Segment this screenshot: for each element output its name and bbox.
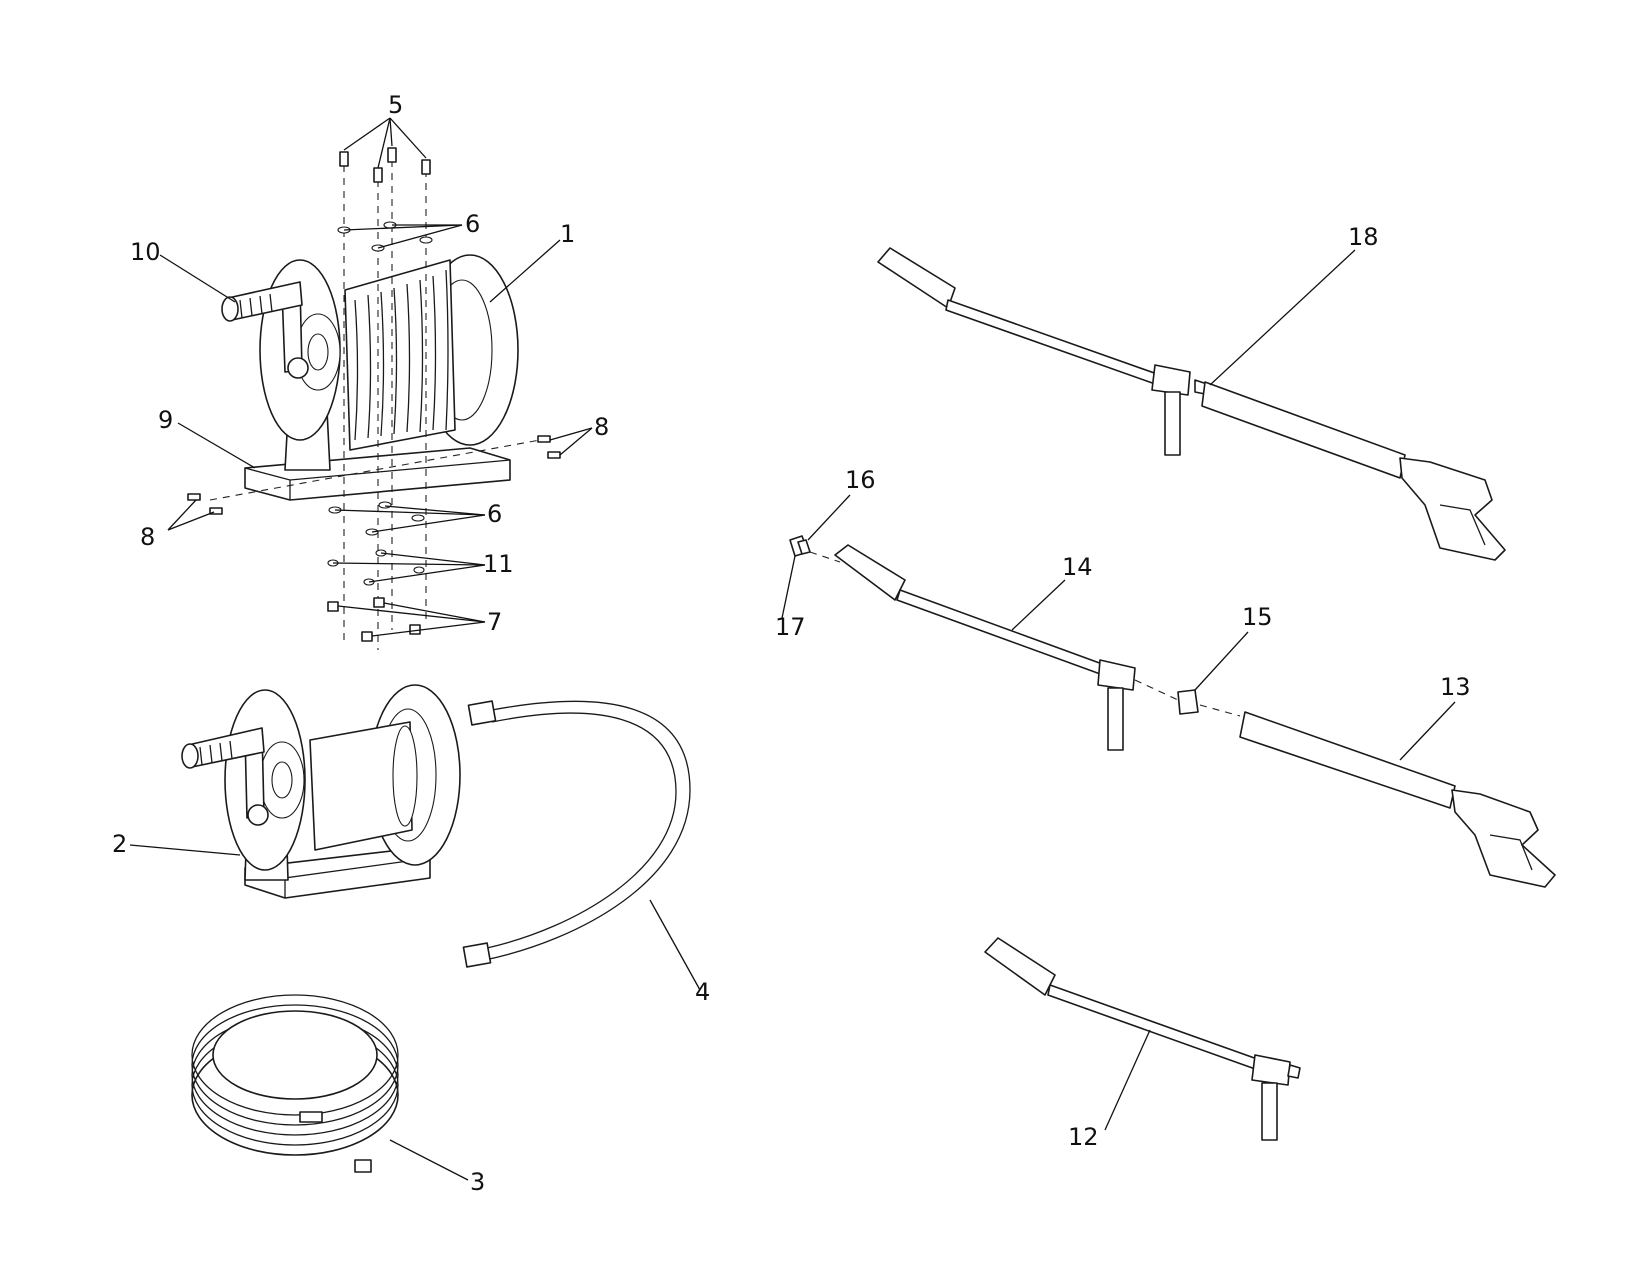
callout-9: 9 — [158, 406, 173, 434]
nuts-7 — [327, 597, 421, 642]
callout-3: 3 — [470, 1168, 485, 1196]
callout-7: 7 — [487, 608, 502, 636]
hose-reel-with-hose — [221, 254, 519, 501]
callout-8-right: 8 — [594, 413, 609, 441]
screws-5 — [339, 147, 431, 183]
callout-18: 18 — [1348, 223, 1379, 251]
callout-6-top: 6 — [465, 210, 480, 238]
callout-labels: 1 2 3 4 5 6 6 7 8 8 9 10 11 12 13 14 15 … — [112, 91, 1471, 1196]
washers-6-bottom — [328, 501, 425, 536]
callout-15: 15 — [1242, 603, 1273, 631]
callout-6-bottom: 6 — [487, 500, 502, 528]
callout-10: 10 — [130, 238, 161, 266]
callout-17: 17 — [775, 613, 806, 641]
callout-8-left: 8 — [140, 523, 155, 551]
callout-14: 14 — [1062, 553, 1093, 581]
callout-12: 12 — [1068, 1123, 1099, 1151]
spray-gun-assembly-18 — [877, 247, 1506, 561]
callout-4: 4 — [695, 978, 710, 1006]
washers-11 — [327, 549, 425, 586]
washers-6-top — [337, 221, 433, 252]
leader-lines — [129, 117, 1456, 1181]
lance-12 — [984, 937, 1301, 1141]
callout-5: 5 — [388, 91, 403, 119]
callout-16: 16 — [845, 466, 876, 494]
wand-and-gun-13-14 — [789, 535, 1556, 888]
bolts-8 — [187, 435, 561, 515]
jumper-hose — [462, 700, 691, 968]
reel-fasteners — [187, 147, 561, 650]
callout-2: 2 — [112, 830, 127, 858]
callout-1: 1 — [560, 220, 575, 248]
callout-13: 13 — [1440, 673, 1471, 701]
callout-11: 11 — [483, 550, 514, 578]
hose-reel-empty — [181, 684, 461, 899]
coiled-hose — [191, 994, 399, 1173]
